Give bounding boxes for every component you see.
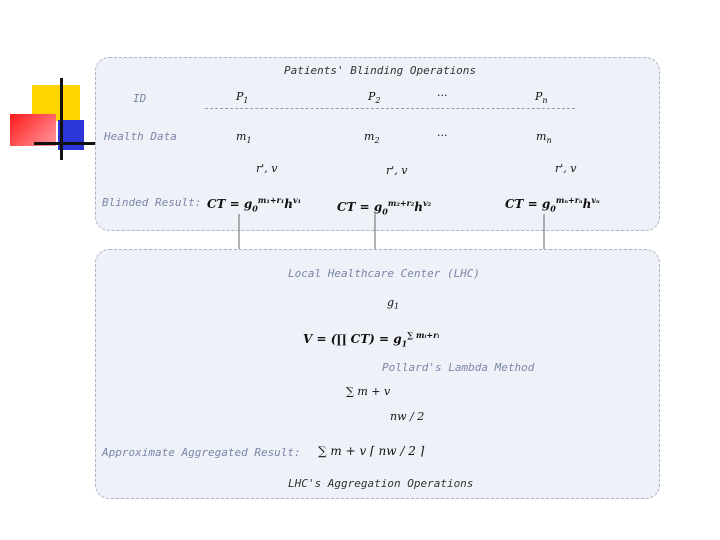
pollard-method-label: Pollard's Lambda Method bbox=[382, 361, 534, 374]
v-formula: V = (∏ CT) = g1∑ mᵢ+rᵢ bbox=[303, 330, 439, 348]
approx-result-label: Approximate Aggregated Result: bbox=[102, 446, 301, 459]
health-mn: mn bbox=[536, 130, 552, 145]
random-pair-1: r', v bbox=[256, 162, 278, 175]
id-p2: P2 bbox=[368, 90, 381, 105]
health-ellipsis: ... bbox=[437, 126, 448, 139]
approx-result-expression: ∑ m + v ⌈ nw / 2 ⌉ bbox=[318, 444, 424, 458]
logo-vertical-line bbox=[60, 78, 63, 160]
random-pair-n: r', v bbox=[555, 162, 577, 175]
blinded-result-label: Blinded Result: bbox=[102, 196, 201, 209]
health-m2: m2 bbox=[364, 130, 380, 145]
nw-expression: nw / 2 bbox=[390, 410, 424, 423]
id-p1: P1 bbox=[236, 90, 249, 105]
id-ellipsis: ... bbox=[437, 86, 448, 99]
lhc-g1: g1 bbox=[387, 296, 399, 311]
logo bbox=[0, 0, 100, 170]
lhc-label: Local Healthcare Center (LHC) bbox=[288, 267, 480, 280]
blinded-ctn: CT = g0mₙ+rₙhvₙ bbox=[505, 195, 600, 213]
health-m1: m1 bbox=[236, 130, 252, 145]
blinded-ct1: CT = g0m₁+r₁hv₁ bbox=[207, 195, 301, 213]
blinded-ct2: CT = g0m₂+r₂hv₂ bbox=[337, 198, 431, 216]
patients-blinding-title: Patients' Blinding Operations bbox=[284, 64, 476, 77]
sum-expression: ∑ m + v bbox=[346, 385, 390, 398]
lhc-aggregation-footer: LHC's Aggregation Operations bbox=[288, 477, 473, 490]
logo-horizontal-line bbox=[34, 142, 100, 145]
lhc-aggregation-panel bbox=[95, 249, 660, 499]
health-data-label: Health Data bbox=[104, 130, 177, 143]
id-pn: Pn bbox=[535, 90, 548, 105]
random-pair-2: r', v bbox=[386, 164, 408, 177]
id-label: ID bbox=[133, 92, 146, 105]
id-underline bbox=[205, 108, 575, 109]
